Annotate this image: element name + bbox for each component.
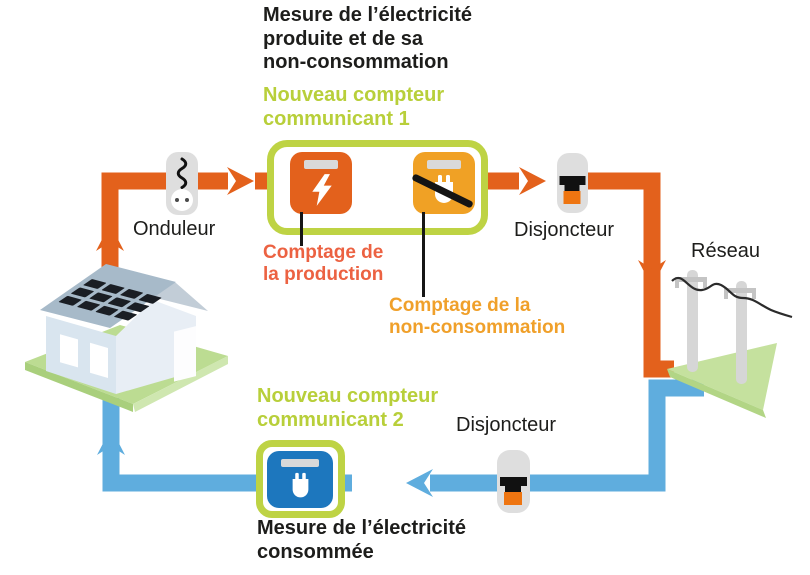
arrow-down-icon [638,260,666,287]
utility-poles [687,270,747,384]
lightning-bolt-icon [312,174,332,206]
arrow-right-icon [519,167,546,195]
arrow-up-icon [96,224,124,251]
power-wire [671,276,793,319]
disjoncteur-top-label: Disjoncteur [514,219,615,241]
grid-ground-edge [667,369,766,418]
production-meter-icon [290,152,352,214]
arrow-left-icon [406,469,433,497]
disjoncteur-bottom-icon [497,450,530,513]
plug-icon [292,472,309,498]
disjoncteur-top-icon [557,153,588,213]
grid-ground-patch [667,343,777,410]
solar-panels [58,279,162,321]
house-door [174,326,196,382]
title-production-measure: Mesure de l’électricité produite et de s… [263,4,472,74]
meter-display-bar [427,160,461,169]
house-ground-edge-right [133,356,228,412]
power-poles-icon [667,270,793,418]
house-with-solar-panels-icon [25,264,228,412]
connector-line-nonconso [422,212,425,297]
squiggle-glyph [176,157,188,189]
house-windows [60,334,108,378]
reseau-label: Réseau [691,240,760,262]
consumption-flow-arrows [97,428,433,497]
compteur-2-label: Nouveau compteur communicant 2 [257,385,439,431]
meter-display-bar [304,160,338,169]
comptage-nonconso-label: Comptage de la non-consommation [389,295,566,339]
arrow-right-icon [227,167,254,195]
comptage-production-label: Comptage de la production [263,242,384,286]
house-ground-edge-front [25,362,133,412]
production-flow-arrows [96,167,666,287]
title-consumption-measure: Mesure de l’électricité consommée [257,517,466,563]
blue-segment-grid-to-arrow [430,379,704,492]
arrow-up-icon [97,428,125,455]
disjoncteur-bottom-label: Disjoncteur [456,414,557,436]
meter-display-bar [281,459,319,467]
onduleur-icon [166,152,198,215]
socket-dot [175,198,179,202]
compteur-1-label: Nouveau compteur communicant 1 [263,84,445,130]
connector-line-production [300,212,303,246]
socket-dot [185,198,189,202]
socket-glyph [171,189,193,211]
onduleur-label: Onduleur [133,218,216,240]
consumption-meter-icon [267,451,333,508]
pole-crossbars [675,277,756,299]
